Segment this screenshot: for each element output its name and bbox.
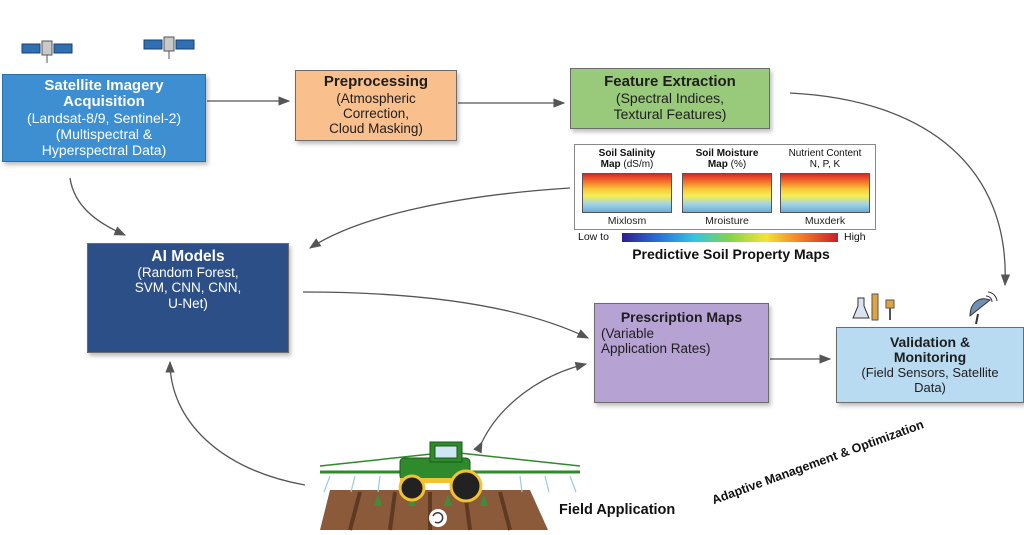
arrow-field-to-ai bbox=[165, 360, 306, 486]
map-gradient bbox=[780, 173, 870, 213]
map-title2: Map bbox=[707, 159, 728, 170]
ai-models-line: (Random Forest, bbox=[137, 265, 239, 281]
map-sublabel: Muxderk bbox=[804, 215, 846, 227]
field-application-label: Field Application bbox=[559, 502, 676, 518]
soil-moisture-map: Soil Moisture Map (%) Mroisture bbox=[681, 148, 773, 228]
arrow-ai-to-prescription bbox=[302, 291, 590, 339]
validation-line: (Field Sensors, Satellite bbox=[861, 365, 999, 381]
ai-models-line: U-Net) bbox=[168, 295, 208, 311]
legend-color-bar bbox=[622, 233, 838, 242]
feature-extraction-box: Feature Extraction (Spectral Indices, Te… bbox=[570, 68, 770, 129]
feature-extraction-line: (Spectral Indices, bbox=[615, 90, 725, 107]
arrow-feature-to-validation bbox=[789, 92, 1011, 287]
map-gradient bbox=[582, 173, 672, 213]
soil-salinity-map: Soil Salinity Map (dS/m) Mixlosm bbox=[581, 148, 673, 228]
satellite-icon bbox=[143, 36, 195, 59]
prescription-maps-box: Prescription Maps (Variable Application … bbox=[594, 303, 769, 403]
map-title: Soil Salinity bbox=[598, 148, 656, 159]
color-legend: Low to High bbox=[574, 231, 876, 245]
validation-line: Data) bbox=[914, 379, 946, 395]
preprocessing-line: Correction, bbox=[342, 106, 410, 122]
sensor-icon bbox=[871, 293, 895, 321]
feature-extraction-title: Feature Extraction bbox=[604, 73, 736, 91]
soil-property-maps-panel: Soil Salinity Map (dS/m) Mixlosm Soil Mo… bbox=[574, 144, 876, 230]
map-sublabel: Mroisture bbox=[705, 215, 749, 227]
satellite-title: Satellite Imagery Acquisition bbox=[44, 76, 164, 111]
arrow-maps-to-ai bbox=[309, 187, 571, 249]
map-unit: (dS/m) bbox=[623, 159, 654, 170]
satellite-imagery-box: Satellite Imagery Acquisition (Landsat-8… bbox=[2, 74, 206, 162]
satellite-line: Hyperspectral Data) bbox=[41, 141, 167, 158]
map-title2: N, P, K bbox=[809, 159, 841, 170]
map-sublabel: Mixlosm bbox=[607, 215, 647, 227]
arrow-satellite-to-ai bbox=[69, 177, 127, 236]
preprocessing-line: Cloud Masking) bbox=[329, 121, 423, 137]
validation-title2: Monitoring bbox=[893, 349, 967, 366]
legend-high: High bbox=[844, 231, 866, 243]
ai-models-title: AI Models bbox=[151, 248, 225, 265]
lab-flask-icon bbox=[852, 297, 870, 319]
legend-low: Low to bbox=[578, 231, 609, 243]
cycle-icon bbox=[429, 509, 447, 527]
validation-title: Validation & bbox=[889, 333, 971, 350]
map-gradient bbox=[682, 173, 772, 213]
preprocessing-title: Preprocessing bbox=[323, 73, 429, 91]
arrow-field-prescription bbox=[473, 361, 588, 454]
maps-caption: Predictive Soil Property Maps bbox=[632, 246, 830, 262]
map-title: Soil Moisture bbox=[695, 148, 759, 159]
satellite-dish-icon bbox=[969, 291, 998, 325]
prescription-line: (Variable bbox=[601, 325, 655, 341]
satellite-line: (Multispectral & bbox=[55, 125, 153, 142]
feature-extraction-line: Textural Features) bbox=[613, 105, 727, 122]
map-unit: (%) bbox=[730, 159, 747, 170]
prescription-title: Prescription Maps bbox=[620, 309, 743, 325]
ai-models-line: SVM, CNN, CNN, bbox=[134, 280, 242, 296]
satellite-line: (Landsat-8/9, Sentinel-2) bbox=[26, 110, 182, 127]
ai-models-box: AI Models (Random Forest, SVM, CNN, CNN,… bbox=[87, 243, 289, 353]
satellite-icon bbox=[21, 40, 73, 63]
map-title2: Map bbox=[600, 159, 621, 170]
map-title: Nutrient Content bbox=[788, 148, 862, 159]
nutrient-content-map: Nutrient Content N, P, K Muxderk bbox=[779, 148, 871, 228]
tractor-icon bbox=[398, 441, 483, 503]
preprocessing-box: Preprocessing (Atmospheric Correction, C… bbox=[295, 70, 457, 141]
prescription-line: Application Rates) bbox=[601, 340, 711, 356]
preprocessing-line: (Atmospheric bbox=[336, 91, 416, 107]
validation-monitoring-box: Validation & Monitoring (Field Sensors, … bbox=[836, 327, 1024, 403]
